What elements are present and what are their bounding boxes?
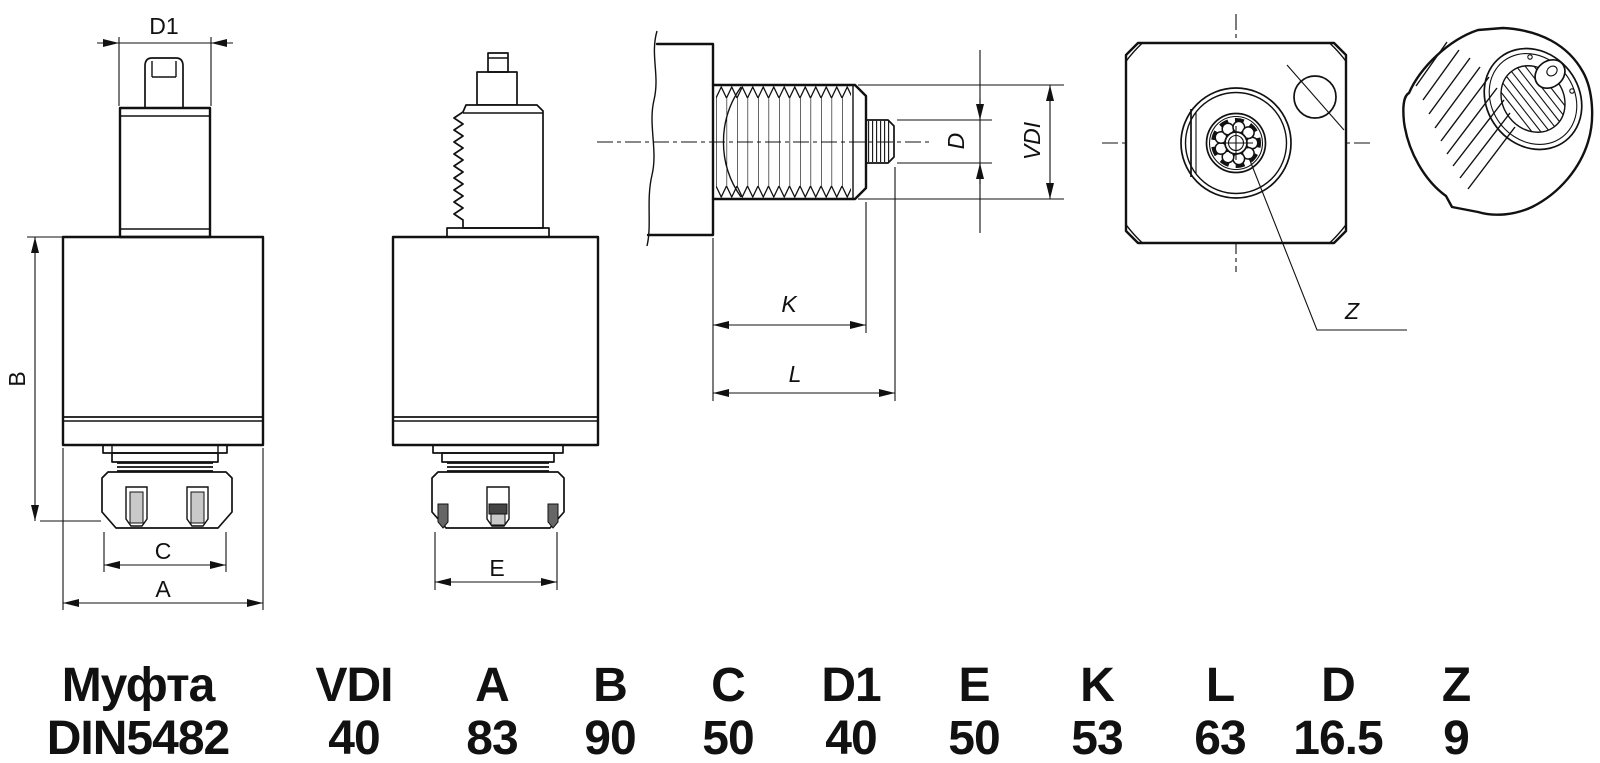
- nut-slot: [437, 503, 449, 529]
- col-header-k: K: [1080, 659, 1115, 712]
- view-face: Z: [1102, 14, 1407, 331]
- isometric-body: [1402, 26, 1594, 216]
- isometric-thread-lines: [1415, 41, 1516, 190]
- col-header-coupling: Муфта: [62, 659, 216, 712]
- col-value-z: 9: [1443, 712, 1469, 763]
- col-value-b: 90: [584, 712, 635, 763]
- din5482-spline: [1205, 112, 1267, 174]
- col-value-k: 53: [1071, 712, 1122, 763]
- spec-table: Муфта VDI A B C D1 E K L D Z DIN5482 40 …: [47, 659, 1471, 763]
- dim-label-d1: D1: [149, 13, 178, 39]
- view-side: E: [391, 52, 600, 590]
- col-header-b: B: [593, 659, 627, 712]
- thread-profile: [716, 86, 851, 198]
- col-header-a: A: [475, 659, 509, 712]
- nut-slot: [125, 486, 148, 527]
- bore-circle: [1180, 87, 1292, 199]
- dimension-e: E: [434, 532, 558, 590]
- dimension-d1: D1: [97, 13, 233, 106]
- pin-hole: [1286, 64, 1345, 131]
- dim-label-vdi: VDI: [1019, 121, 1045, 160]
- thread-runout-arc: [722, 86, 742, 198]
- col-header-l: L: [1206, 659, 1234, 712]
- collet-nut: [101, 471, 233, 529]
- dimension-b: B: [4, 236, 101, 522]
- dimension-a: A: [62, 448, 264, 610]
- dim-label-e: E: [489, 555, 504, 581]
- turret-wall: [646, 42, 715, 237]
- col-value-e: 50: [948, 712, 999, 763]
- break-line: [646, 30, 658, 247]
- dimension-l: L: [713, 167, 896, 401]
- z-leader: Z: [1248, 157, 1407, 331]
- col-value-d: 16.5: [1293, 712, 1383, 763]
- col-value-l: 63: [1194, 712, 1245, 763]
- nut-slot: [547, 503, 559, 529]
- dim-label-a: A: [155, 576, 171, 602]
- isometric-hub: [1534, 58, 1566, 90]
- view-isometric: [1402, 26, 1594, 216]
- col-header-d1: D1: [821, 659, 881, 712]
- holder-body: [61, 235, 265, 447]
- dim-label-d: D: [943, 133, 969, 150]
- view-front: D1 B C A: [4, 13, 265, 610]
- dim-label-k: K: [781, 291, 798, 317]
- dim-label-z: Z: [1344, 298, 1360, 324]
- col-header-e: E: [958, 659, 989, 712]
- dim-label-b: B: [4, 371, 30, 386]
- neck-cylinder: [118, 106, 212, 239]
- coupling-tip: [866, 119, 895, 164]
- spline-teeth: [868, 121, 892, 162]
- col-value-coupling: DIN5482: [47, 712, 229, 763]
- col-header-z: Z: [1442, 659, 1470, 712]
- nut-slot: [186, 486, 209, 527]
- col-header-d: D: [1321, 659, 1355, 712]
- holder-body-side: [391, 235, 600, 447]
- vdi-shank: [711, 83, 868, 201]
- dimension-c: C: [103, 532, 227, 572]
- col-header-c: C: [711, 659, 745, 712]
- col-value-vdi: 40: [328, 712, 379, 763]
- col-value-a: 83: [466, 712, 517, 763]
- serrated-shank: [453, 104, 544, 229]
- col-value-d1: 40: [825, 712, 876, 763]
- dimension-k: K: [712, 202, 867, 401]
- dimension-d: D: [897, 50, 992, 233]
- nut-slot: [486, 486, 510, 527]
- dim-label-l: L: [789, 361, 802, 387]
- dim-label-c: C: [155, 538, 172, 564]
- col-header-vdi: VDI: [315, 659, 392, 712]
- col-value-c: 50: [702, 712, 753, 763]
- view-section: K L D VDI: [597, 30, 1064, 401]
- dimension-vdi: VDI: [858, 84, 1064, 200]
- pilot-stub: [144, 57, 184, 108]
